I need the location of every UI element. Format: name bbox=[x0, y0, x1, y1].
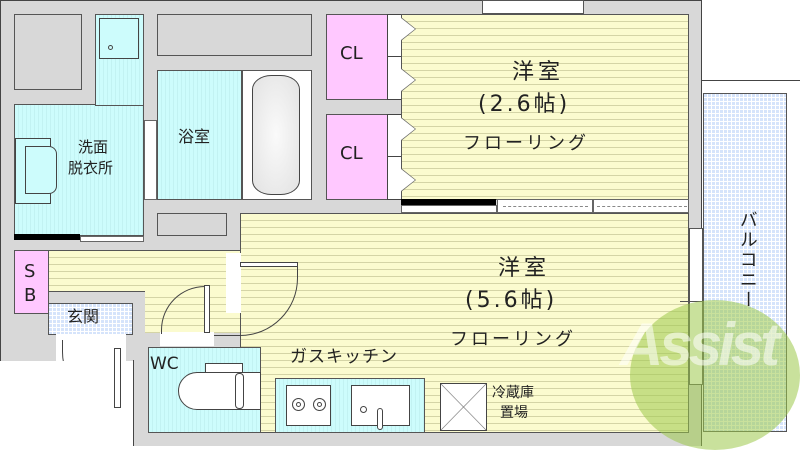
washroom-sliding-door-open[interactable] bbox=[80, 236, 144, 242]
western-room-1-floor: フローリング bbox=[463, 133, 589, 154]
window-top[interactable] bbox=[482, 0, 584, 14]
outside-area bbox=[0, 361, 133, 446]
shoe-box bbox=[14, 250, 49, 314]
closet-2-door-lower[interactable] bbox=[387, 156, 402, 200]
fridge-space bbox=[440, 383, 487, 431]
fridge-label-1: 冷蔵庫 bbox=[492, 385, 534, 401]
closet-2-door-upper[interactable] bbox=[387, 114, 402, 157]
kitchen-label: ガスキッチン bbox=[290, 347, 398, 367]
washing-machine-pan bbox=[99, 18, 139, 59]
room-sliding-door-closed[interactable] bbox=[401, 199, 496, 206]
assist-logo-text: Assist bbox=[620, 311, 780, 378]
storage-box-middle bbox=[157, 213, 227, 236]
toilet-seat-icon bbox=[235, 373, 244, 409]
closet-door-swing-icon bbox=[401, 169, 415, 191]
toilet-door-opening bbox=[160, 332, 214, 346]
western-room-1 bbox=[401, 14, 689, 200]
balcony-label: バルコニー bbox=[736, 210, 758, 310]
closet-door-swing-icon bbox=[401, 18, 415, 40]
bathtub-basin-icon bbox=[252, 75, 300, 195]
western-room-2-size: (5.6帖) bbox=[465, 288, 558, 313]
shoe-box-label-1: S bbox=[24, 261, 36, 282]
toilet-bowl-icon bbox=[178, 372, 261, 410]
burner-right-icon bbox=[313, 398, 326, 411]
storage-box-top-middle bbox=[157, 14, 312, 56]
bathroom-label: 浴室 bbox=[178, 127, 211, 146]
closet-door-swing-icon bbox=[401, 69, 415, 91]
faucet-icon bbox=[377, 408, 383, 430]
closet-1-door-lower[interactable] bbox=[387, 56, 402, 100]
closet-1-label: CL bbox=[340, 43, 363, 64]
entrance-door-leaf[interactable] bbox=[114, 348, 121, 408]
sliding-track bbox=[597, 206, 687, 207]
washroom-sliding-door-closed[interactable] bbox=[14, 234, 80, 240]
shoe-box-label-2: B bbox=[24, 285, 37, 306]
washroom-label-1: 洗面 bbox=[78, 138, 109, 156]
bathroom bbox=[157, 70, 242, 200]
washroom bbox=[14, 104, 144, 236]
closet-1-door-upper[interactable] bbox=[387, 14, 402, 57]
entrance bbox=[48, 303, 133, 335]
burner-left-icon bbox=[292, 398, 305, 411]
closet-2-label: CL bbox=[340, 143, 363, 164]
washbasin-bowl bbox=[25, 146, 57, 194]
bathroom-door[interactable] bbox=[144, 120, 157, 200]
fridge-label-2: 置場 bbox=[500, 405, 528, 421]
western-room-1-size: (2.6帖) bbox=[478, 92, 571, 117]
entrance-label: 玄関 bbox=[67, 307, 100, 326]
storage-box-top-left bbox=[14, 14, 82, 90]
assist-logo-circle bbox=[630, 300, 800, 450]
western-room-2-name: 洋室 bbox=[498, 256, 551, 281]
sliding-track bbox=[503, 206, 588, 207]
washroom-label-2: 脱衣所 bbox=[68, 159, 114, 177]
sink-drain-icon bbox=[360, 406, 367, 413]
western-room-1-name: 洋室 bbox=[512, 60, 565, 85]
toilet-label: WC bbox=[150, 354, 179, 374]
western-room-2-floor: フローリング bbox=[450, 329, 576, 350]
drain-icon bbox=[108, 45, 113, 50]
closet-2 bbox=[326, 114, 388, 200]
closet-door-swing-icon bbox=[401, 118, 415, 140]
room-sliding-door-fixed[interactable] bbox=[401, 205, 497, 213]
